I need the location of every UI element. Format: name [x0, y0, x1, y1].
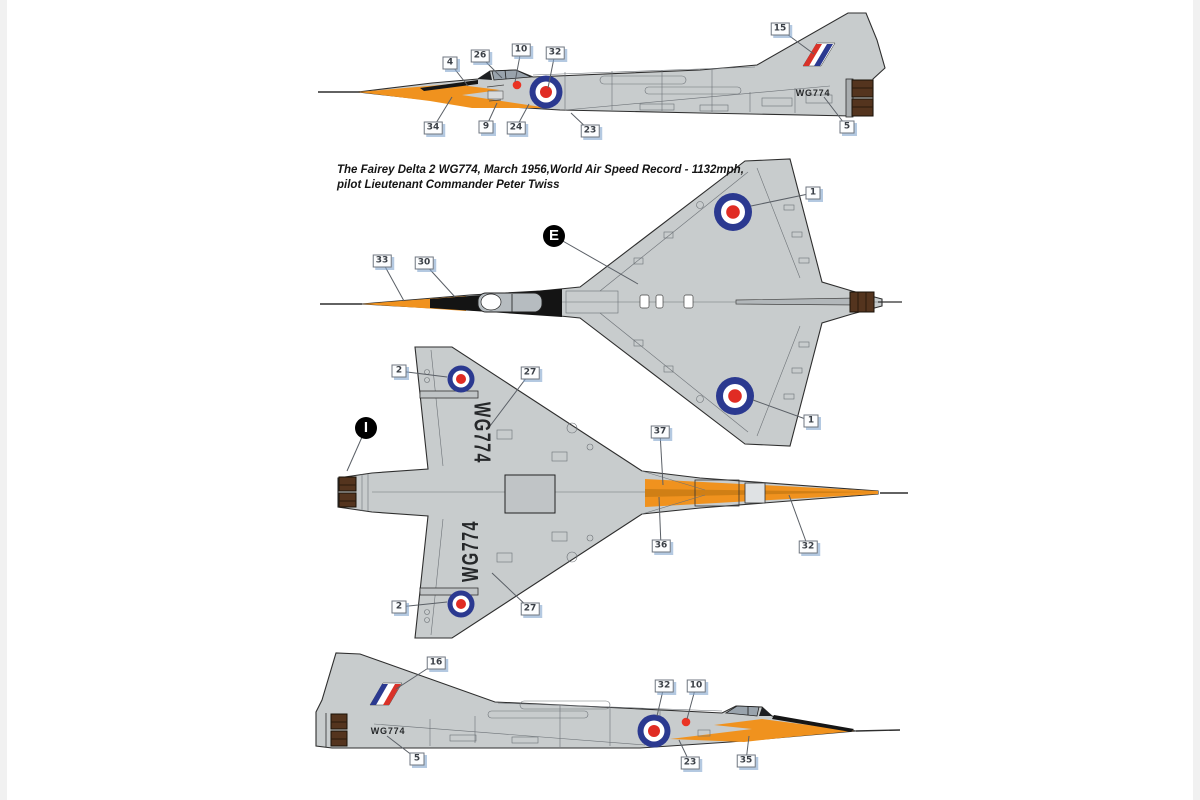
badge-decal: [487, 90, 504, 100]
leader-line: [381, 260, 405, 302]
callout-37: 37: [650, 425, 670, 439]
callout-2: 2: [391, 364, 407, 378]
callout-32: 32: [798, 540, 818, 554]
leader-line: [398, 601, 448, 608]
callout-23: 23: [580, 124, 600, 138]
serial-decal: WG774: [468, 402, 495, 464]
windscreen: [480, 293, 502, 311]
callout-27: 27: [520, 366, 540, 380]
callout-32: 32: [545, 46, 565, 60]
leader-line: [750, 192, 814, 207]
wing-roundel-starboard: [716, 377, 754, 415]
callout-10: 10: [686, 679, 706, 693]
underwing-roundel-starboard: [447, 590, 475, 618]
view-letter-E: E: [543, 225, 565, 247]
leader-line: [752, 399, 812, 422]
exhaust-nozzles: [325, 713, 348, 747]
serial-decal: WG774: [795, 88, 831, 98]
elevon-fairing: [419, 390, 479, 399]
callout-27: 27: [520, 602, 540, 616]
scan-edge-left: [0, 0, 7, 800]
exhaust-top-view: [849, 291, 875, 313]
exhaust-nozzles: [845, 78, 874, 118]
callout-30: 30: [414, 256, 434, 270]
leader-line: [398, 370, 448, 378]
leader-line: [553, 235, 639, 285]
callout-2: 2: [391, 600, 407, 614]
leader-line: [658, 496, 662, 547]
callout-1: 1: [803, 414, 819, 428]
top-plan-view: [320, 158, 902, 447]
red-dot-marking: [681, 717, 691, 727]
caption-block: The Fairey Delta 2 WG774, March 1956,Wor…: [337, 163, 797, 192]
callout-36: 36: [651, 539, 671, 553]
scan-edge-right: [1193, 0, 1200, 800]
anti-glare-panel: [772, 715, 854, 732]
windscreen: [759, 707, 772, 716]
callout-5: 5: [839, 120, 855, 134]
red-dot-marking: [512, 80, 522, 90]
caption-line1: The Fairey Delta 2 WG774, March 1956,Wor…: [337, 164, 744, 176]
callout-32: 32: [654, 679, 674, 693]
callout-5: 5: [409, 752, 425, 766]
callout-35: 35: [736, 754, 756, 768]
side-view-port: [318, 12, 886, 118]
pitot-probe: [855, 729, 901, 732]
side-view-starboard: [315, 652, 901, 749]
callout-1: 1: [805, 186, 821, 200]
canopy: [724, 705, 760, 717]
callout-34: 34: [423, 121, 443, 135]
callout-9: 9: [478, 120, 494, 134]
belly-panel: [504, 474, 556, 514]
view-letter-I: I: [355, 417, 377, 439]
elevon-fairing: [419, 587, 479, 596]
bottom-plan-view: [337, 346, 908, 639]
nose-hatch: [744, 482, 766, 504]
wing-roundel-port: [714, 193, 752, 231]
exhaust-nozzles: [338, 476, 357, 508]
serial-decal: WG774: [457, 520, 484, 582]
callout-26: 26: [470, 49, 490, 63]
callout-23: 23: [680, 756, 700, 770]
callout-24: 24: [506, 121, 526, 135]
callout-33: 33: [372, 254, 392, 268]
callout-4: 4: [442, 56, 458, 70]
callout-10: 10: [511, 43, 531, 57]
leader-line: [489, 372, 531, 427]
fuselage-roundel: [637, 714, 671, 748]
leader-line: [788, 494, 809, 548]
serial-decal: WG774: [370, 726, 406, 736]
callout-16: 16: [426, 656, 446, 670]
orange-nose-flash: [670, 719, 854, 742]
nose-panel: [694, 479, 740, 507]
fuselage-roundel: [529, 75, 563, 109]
callout-15: 15: [770, 22, 790, 36]
script-decal: [486, 84, 505, 88]
orange-nose-flash: [358, 84, 548, 108]
windscreen: [478, 71, 492, 80]
fin-flash: [369, 682, 403, 706]
fin-flash: [802, 42, 836, 67]
leader-line: [659, 431, 664, 486]
anti-glare-panel: [420, 80, 478, 91]
underwing-roundel-port: [447, 365, 475, 393]
caption-line2: pilot Lieutenant Commander Peter Twiss: [337, 178, 560, 191]
